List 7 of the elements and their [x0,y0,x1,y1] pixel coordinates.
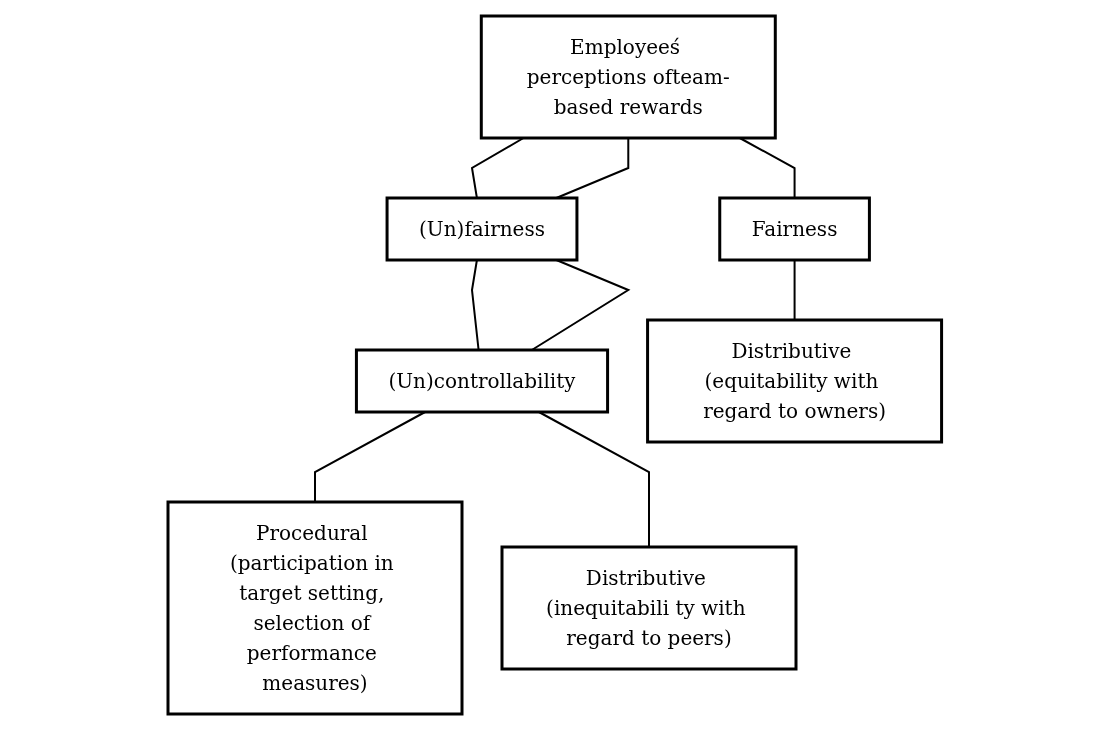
node-box: Employeeś perceptions ofteam-based rewards [480,14,777,140]
node-box: (Un)fairness [385,196,579,262]
node-box: Distributive (inequitabili ty with regard to peers) [500,545,798,671]
node-box: Distributive (equitability with regard to owners) [646,318,944,444]
node-box: Fairness [718,196,872,262]
node-box: (Un)controllability [355,348,610,414]
node-box: Procedural (participation in target setting, selection of performance measures) [166,500,464,716]
